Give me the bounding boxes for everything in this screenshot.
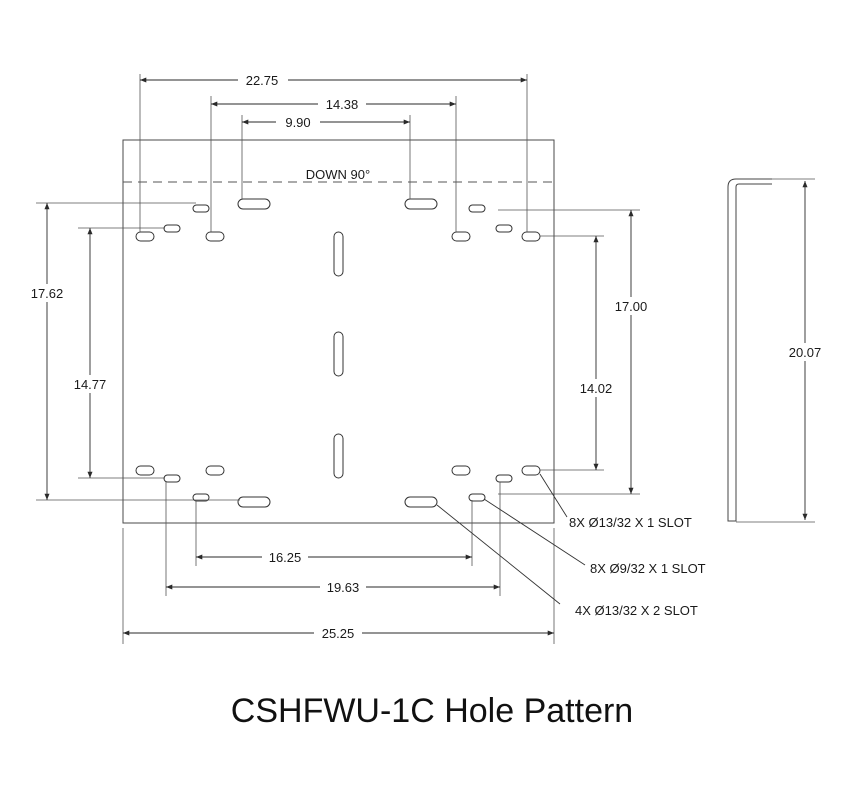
large-slot: [135, 231, 155, 242]
large-slot: [205, 465, 225, 476]
center-slot: [333, 433, 344, 479]
note-small-slot: 8X Ø9/32 X 1 SLOT: [590, 561, 706, 576]
small-slot: [192, 493, 210, 502]
large-slot: [451, 231, 471, 242]
leader-large-slot: [539, 473, 568, 518]
dim-side-height: 20.07: [789, 345, 822, 360]
dim-top-outer: 22.75: [246, 73, 279, 88]
dim-top-middle: 14.38: [326, 97, 359, 112]
center-slot: [333, 231, 344, 277]
side-profile: [727, 178, 815, 523]
small-slot: [495, 474, 513, 483]
dim-bottom-outer: 19.63: [327, 580, 360, 595]
bottom-holes: [135, 465, 541, 508]
large-slot: [205, 231, 225, 242]
small-slot: [468, 204, 486, 213]
long-slot: [404, 198, 438, 210]
note-long-slot: 4X Ø13/32 X 2 SLOT: [575, 603, 698, 618]
dim-left-outer: 17.62: [31, 286, 64, 301]
center-slots: [333, 231, 344, 479]
long-slot: [237, 198, 271, 210]
long-slot: [237, 496, 271, 508]
dim-left-inner: 14.77: [74, 377, 107, 392]
top-extension-lines: [139, 74, 528, 232]
large-slot: [135, 465, 155, 476]
large-slot: [451, 465, 471, 476]
small-slot: [468, 493, 486, 502]
dim-right-outer: 17.00: [615, 299, 648, 314]
large-slot: [521, 465, 541, 476]
leader-small-slot: [483, 498, 586, 566]
top-holes: [135, 198, 541, 242]
bend-label: DOWN 90°: [306, 167, 370, 182]
page-title: CSHFWU-1C Hole Pattern: [231, 692, 633, 730]
large-slot: [521, 231, 541, 242]
dim-top-inner: 9.90: [285, 115, 310, 130]
small-slot: [163, 474, 181, 483]
small-slot: [495, 224, 513, 233]
right-extension-lines: [498, 209, 640, 495]
long-slot: [404, 496, 438, 508]
small-slot: [163, 224, 181, 233]
dim-bottom-inner: 16.25: [269, 550, 302, 565]
leader-long-slot: [436, 504, 561, 605]
dim-width-overall: 25.25: [322, 626, 355, 641]
center-slot: [333, 331, 344, 377]
dim-right-inner: 14.02: [580, 381, 613, 396]
small-slot: [192, 204, 210, 213]
note-large-slot: 8X Ø13/32 X 1 SLOT: [569, 515, 692, 530]
